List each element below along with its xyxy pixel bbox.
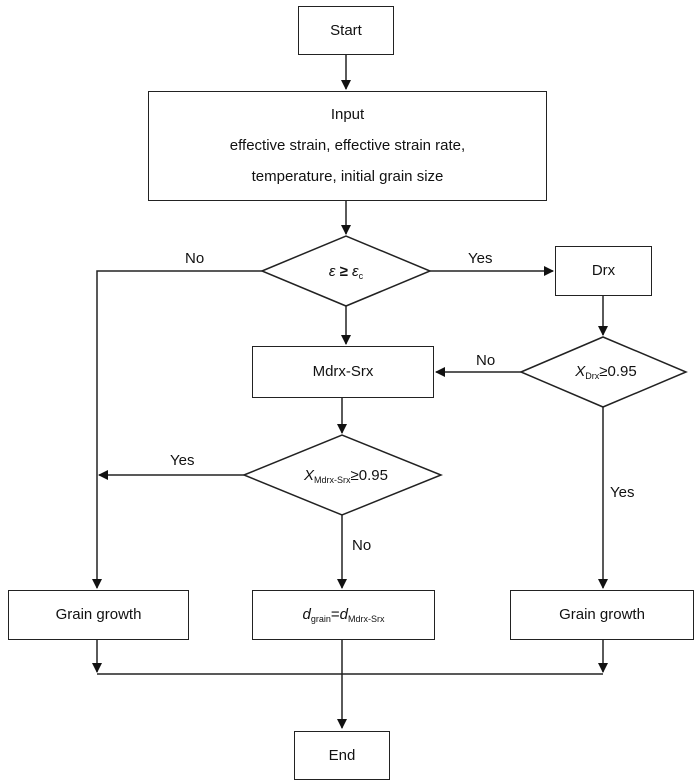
decision-strain-label: ε ≥ εc [328,263,364,281]
input-title: Input [330,106,365,123]
edge-label-drx-yes: Yes [610,484,635,501]
decision-drx-label: XDrx≥0.95 [575,363,637,381]
drx-label: Drx [591,262,616,279]
start-node: Start [298,6,394,55]
edge-label-drx-no: No [476,352,496,369]
edge-strain-no [92,270,262,589]
mdrx-srx-node: Mdrx-Srx [252,346,434,398]
end-node: End [294,731,390,780]
end-label: End [328,746,356,764]
dgrain-node: dgrain=dMdrx-Srx [252,590,435,640]
decision-mdrx-label: XMdrx-Srx≥0.95 [304,467,388,485]
edge-label-strain-no: No [185,250,205,267]
drx-node: Drx [555,246,652,296]
grain-growth-right-label: Grain growth [559,606,645,623]
grain-growth-left-node: Grain growth [8,590,189,640]
mdrx-srx-label: Mdrx-Srx [312,363,374,380]
edge-label-mdrx-yes: Yes [170,452,195,469]
edge-label-strain-yes: Yes [468,250,493,267]
edge-label-mdrx-no: No [352,537,372,554]
input-node: Input effective strain, effective strain… [148,91,547,201]
decision-drx-shape [519,336,688,408]
input-line-2: temperature, initial grain size [251,168,444,185]
dgrain-equation: dgrain=dMdrx-Srx [302,605,385,624]
decision-mdrx-shape [242,434,444,516]
grain-growth-right-node: Grain growth [510,590,694,640]
input-line-1: effective strain, effective strain rate, [229,137,466,154]
grain-growth-left-label: Grain growth [55,606,142,623]
start-label: Start [330,21,362,39]
